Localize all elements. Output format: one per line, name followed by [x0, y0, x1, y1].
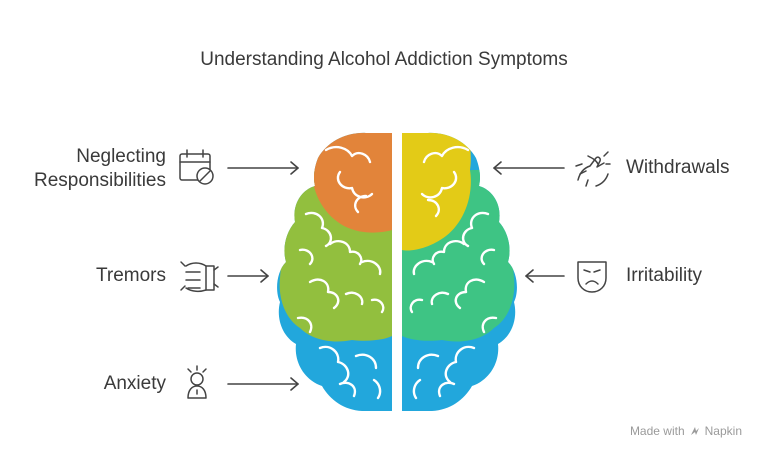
- label-anxiety: Anxiety: [103, 373, 166, 394]
- diagram-title: Understanding Alcohol Addiction Symptoms: [200, 49, 568, 70]
- arrow-irritability: [525, 269, 565, 283]
- label-tremors: Tremors: [95, 265, 166, 286]
- label-neglecting-responsibilities: Neglecting Responsibilities: [34, 145, 166, 193]
- anxious-person-icon: [187, 365, 207, 399]
- arrow-anxiety: [227, 377, 299, 391]
- label-irritability: Irritability: [626, 265, 703, 286]
- arrow-withdrawals: [493, 161, 565, 175]
- brain-region-yellow-right: [402, 132, 471, 251]
- arrow-neglecting: [227, 161, 299, 175]
- frowning-face-icon: [577, 261, 607, 293]
- shaking-hand-icon: [180, 261, 219, 293]
- arrow-tremors: [227, 269, 269, 283]
- made-with-text: Made with: [629, 424, 685, 438]
- label-neglecting-line2: Responsibilities: [33, 170, 166, 191]
- napkin-brand-text: Napkin: [704, 424, 742, 438]
- napkin-logo-icon: [690, 427, 699, 435]
- made-with-footer: Made with Napkin: [630, 424, 742, 438]
- calendar-cancel-icon: [179, 149, 214, 185]
- label-withdrawals: Withdrawals: [626, 157, 730, 178]
- brain-region-orange-left: [312, 132, 392, 233]
- label-neglecting-line1: Neglecting: [76, 146, 166, 167]
- brain-right-hemisphere: [402, 132, 517, 411]
- withdrawal-hands-icon: [575, 151, 611, 187]
